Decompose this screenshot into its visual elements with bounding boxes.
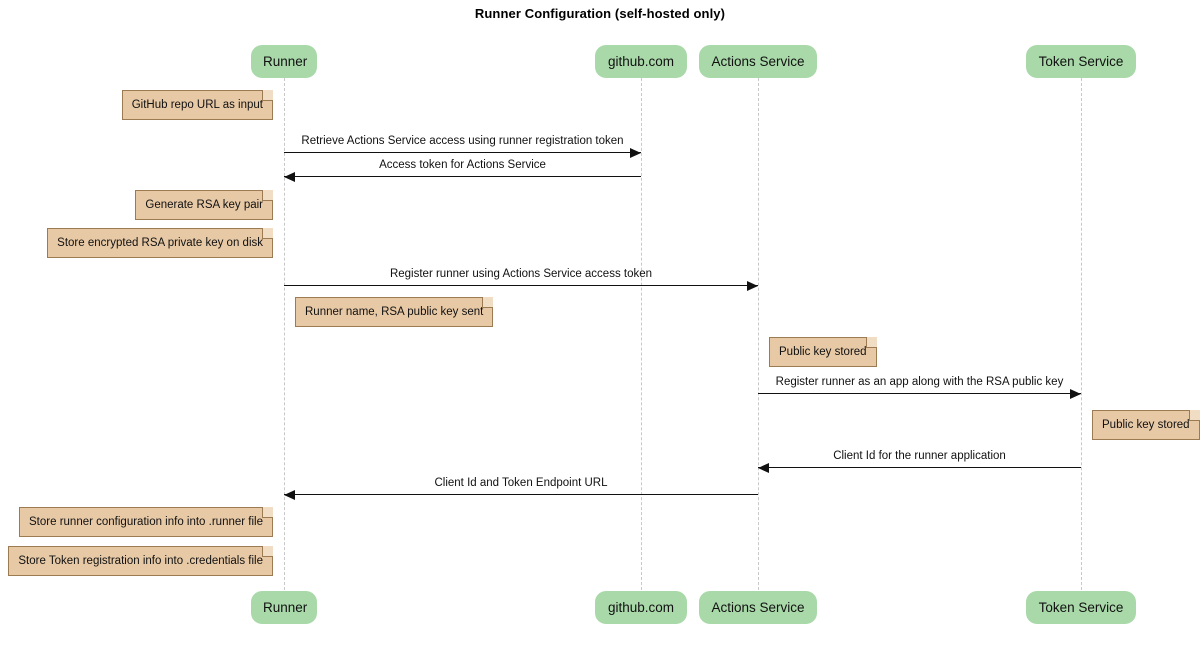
note-text: Runner name, RSA public key sent (305, 306, 484, 318)
msg-register-runner-arrowhead (747, 280, 758, 291)
note-store-runner-config: Store runner configuration info into .ru… (19, 507, 273, 537)
page-title: Runner Configuration (self-hosted only) (474, 6, 726, 21)
msg-retrieve-actions-access-line (284, 152, 641, 153)
note-text: Store encrypted RSA private key on disk (57, 237, 263, 249)
note-public-key-stored-token: Public key stored (1092, 410, 1200, 440)
participant-footer-actions[interactable]: Actions Service (699, 591, 817, 624)
msg-client-id-token-endpoint-line (284, 494, 758, 495)
note-fold-corner-icon (865, 337, 877, 348)
msg-access-token-arrowhead (284, 171, 295, 182)
participant-footer-github[interactable]: github.com (595, 591, 687, 624)
note-text: Generate RSA key pair (145, 199, 263, 211)
lifeline-actions (758, 78, 759, 590)
participant-header-token[interactable]: Token Service (1026, 45, 1136, 78)
msg-client-id-token-endpoint-arrowhead (284, 489, 295, 500)
note-github-repo-url: GitHub repo URL as input (121, 90, 273, 120)
msg-retrieve-actions-access-arrowhead (630, 147, 641, 158)
msg-client-id-runner-app-line (758, 467, 1081, 468)
note-fold-corner-icon (262, 90, 273, 101)
msg-register-runner-line (284, 285, 758, 286)
participant-footer-token[interactable]: Token Service (1026, 591, 1136, 624)
note-generate-rsa: Generate RSA key pair (135, 190, 273, 220)
note-store-private-key: Store encrypted RSA private key on disk (47, 228, 273, 258)
msg-register-app-pubkey-label: Register runner as an app along with the… (775, 376, 1064, 388)
note-runner-name-pubkey: Runner name, RSA public key sent (295, 297, 494, 327)
note-fold-corner-icon (262, 507, 273, 518)
note-text: Public key stored (1102, 419, 1190, 431)
participant-header-actions[interactable]: Actions Service (699, 45, 817, 78)
note-text: GitHub repo URL as input (131, 99, 263, 111)
msg-register-app-pubkey-line (758, 393, 1081, 394)
msg-client-id-runner-app-label: Client Id for the runner application (833, 450, 1006, 462)
msg-register-app-pubkey-arrowhead (1070, 388, 1081, 399)
msg-access-token-line (284, 176, 641, 177)
lifeline-github (641, 78, 642, 590)
note-fold-corner-icon (482, 297, 494, 308)
note-text: Store runner configuration info into .ru… (29, 516, 263, 528)
note-fold-corner-icon (262, 190, 273, 201)
note-text: Store Token registration info into .cred… (18, 555, 263, 567)
msg-retrieve-actions-access-label: Retrieve Actions Service access using ru… (301, 135, 624, 147)
lifeline-token (1081, 78, 1082, 590)
participant-header-runner[interactable]: Runner (251, 45, 317, 78)
msg-register-runner-label: Register runner using Actions Service ac… (389, 268, 653, 280)
note-store-token-registration: Store Token registration info into .cred… (8, 546, 273, 576)
lifeline-runner (284, 78, 285, 590)
note-fold-corner-icon (1188, 410, 1200, 421)
msg-access-token-label: Access token for Actions Service (379, 159, 546, 171)
note-text: Public key stored (779, 346, 867, 358)
note-fold-corner-icon (262, 228, 273, 239)
participant-footer-runner[interactable]: Runner (251, 591, 317, 624)
msg-client-id-runner-app-arrowhead (758, 462, 769, 473)
msg-client-id-token-endpoint-label: Client Id and Token Endpoint URL (434, 477, 608, 489)
note-public-key-stored-actions: Public key stored (769, 337, 877, 367)
note-fold-corner-icon (262, 546, 273, 557)
participant-header-github[interactable]: github.com (595, 45, 687, 78)
